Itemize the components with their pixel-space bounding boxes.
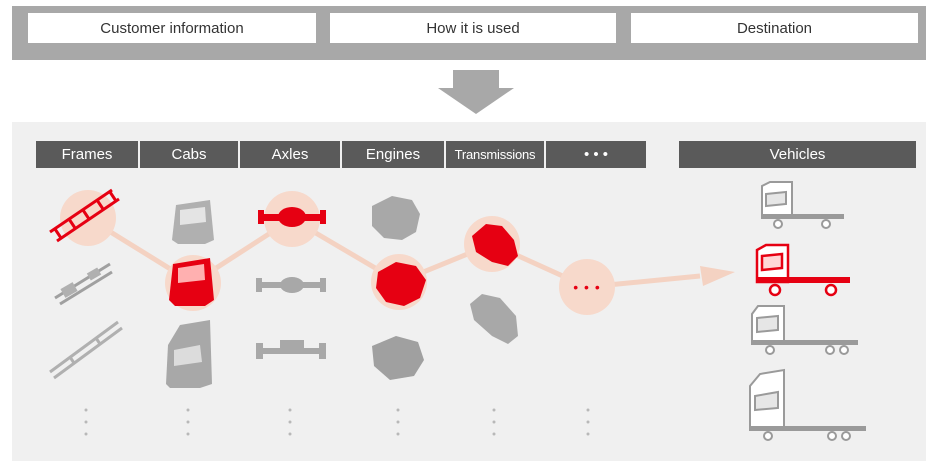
header-engines: Engines: [342, 141, 444, 168]
header-frames: Frames: [36, 141, 138, 168]
header-cabs: Cabs: [140, 141, 238, 168]
axle-red-icon: [258, 207, 326, 227]
how-it-is-used-box: How it is used: [330, 13, 616, 43]
down-arrow-icon: [438, 70, 514, 114]
cab-gray-icon: [172, 200, 214, 244]
truck-tall-gray-icon: [749, 368, 866, 441]
header-axles: Axles: [240, 141, 340, 168]
truck-red-icon: [755, 243, 850, 297]
destination-box: Destination: [631, 13, 918, 43]
axle-gray-icon-2: [256, 340, 326, 359]
transmission-red-icon: [472, 224, 518, 266]
customer-information-box: Customer information: [28, 13, 316, 43]
cab-red-icon: [169, 258, 214, 306]
engine-gray-icon-2: [372, 336, 424, 380]
frame-red-icon: [49, 188, 120, 243]
truck-gray-icon-2: [751, 305, 858, 355]
more-dots-red: • • •: [573, 279, 600, 295]
selected-circle-more: [559, 259, 615, 315]
cab-tall-gray-icon: [166, 320, 212, 388]
axle-gray-icon: [256, 277, 326, 293]
frame-long-gray-icon: [49, 320, 123, 380]
header-vehicles: Vehicles: [679, 141, 916, 168]
transmission-gray-icon: [470, 294, 518, 344]
truck-gray-icon: [761, 181, 844, 229]
header-transmissions: Transmissions: [446, 141, 544, 168]
engine-gray-icon: [372, 196, 420, 240]
frame-gray-icon: [54, 262, 113, 306]
header-more: • • •: [546, 141, 646, 168]
engine-red-icon: [376, 262, 426, 306]
more-rows-indicators: [84, 408, 590, 436]
